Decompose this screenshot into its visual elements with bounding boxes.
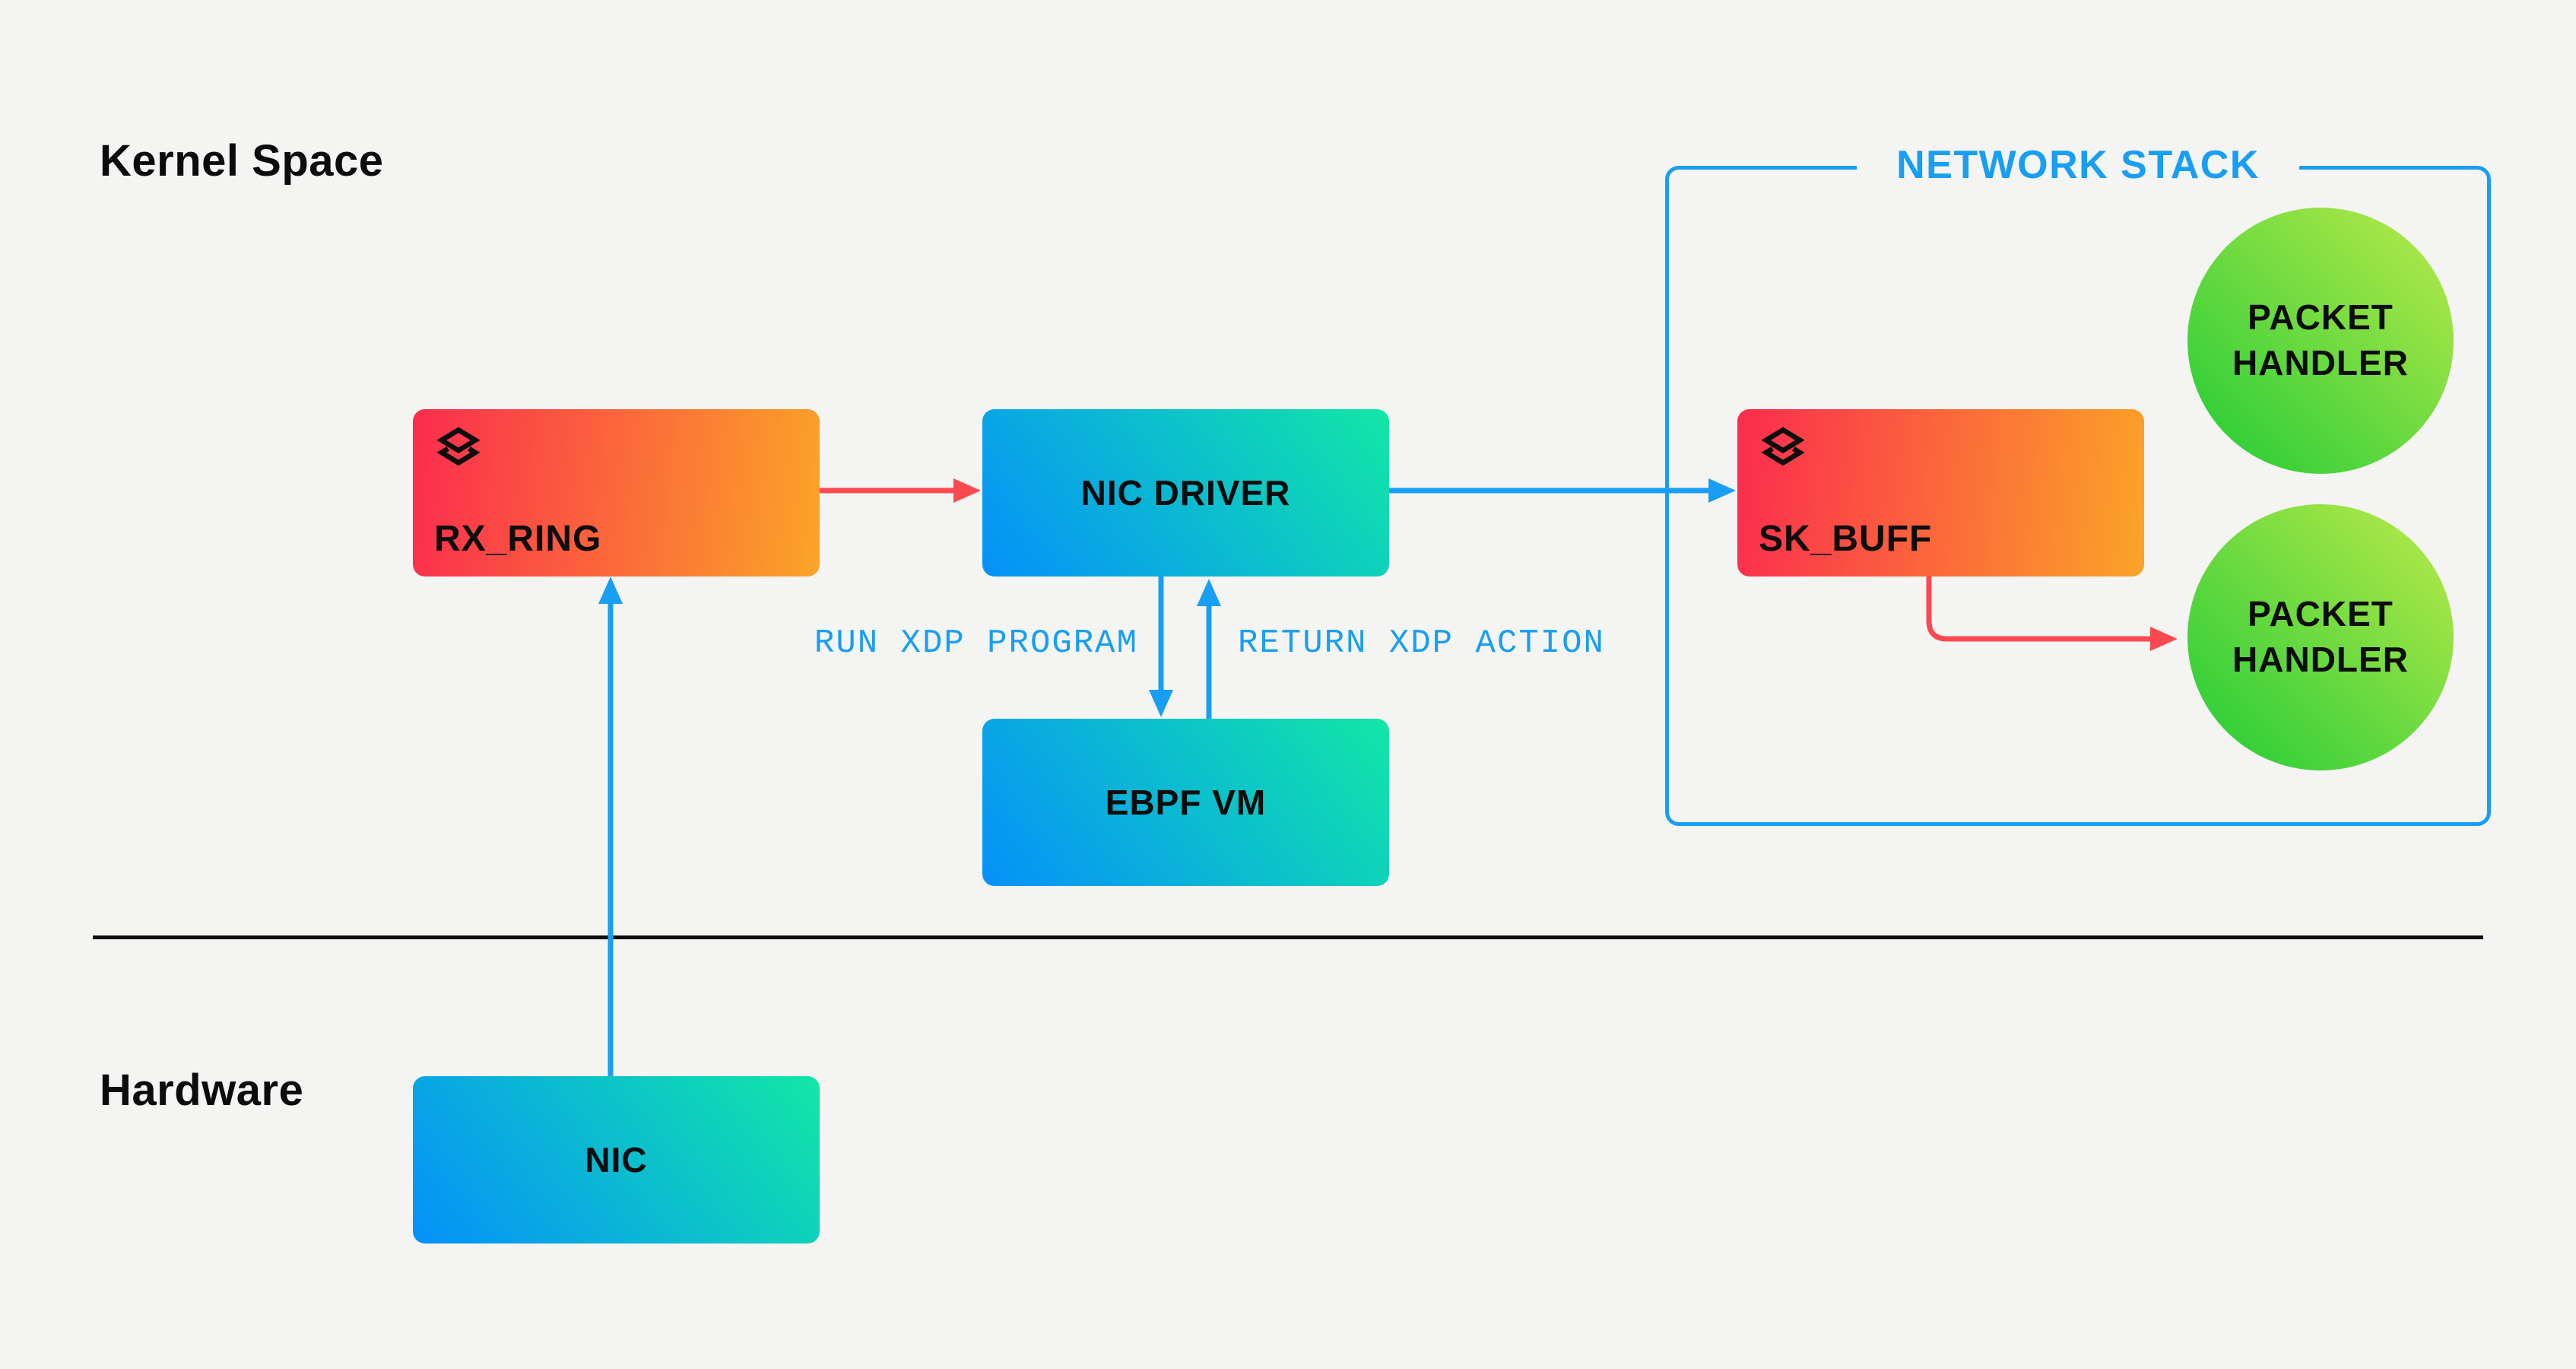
ebpf-vm-node: EBPF VM [982,719,1389,886]
rx-ring-node: RX_RING [413,409,820,577]
arrow-ebpf-vm-to-nic-driver [1197,579,1221,719]
network-stack-group: NETWORK STACK [1665,142,2491,826]
network-stack-title: NETWORK STACK [1857,142,2299,188]
packet-handler-node-1: PACKET HANDLER [2187,208,2454,474]
nic-driver-node: NIC DRIVER [982,409,1389,577]
kernel-hardware-divider [93,935,2483,939]
packet-handler-label: PACKET HANDLER [2232,297,2409,383]
sk-buff-node: SK_BUFF [1737,409,2144,577]
nic-label: NIC [585,1140,648,1180]
stack-layers-icon [436,427,481,466]
packet-handler-label: PACKET HANDLER [2232,594,2409,679]
stack-layers-icon [1761,427,1805,466]
hardware-label: Hardware [100,1066,304,1115]
arrow-nic-driver-to-ebpf-vm [1149,577,1173,717]
run-xdp-program-label: RUN XDP PROGRAM [814,624,1138,662]
kernel-space-label: Kernel Space [100,136,384,186]
sk-buff-label: SK_BUFF [1759,519,1933,559]
nic-node: NIC [413,1076,820,1244]
nic-driver-label: NIC DRIVER [1080,473,1291,513]
ebpf-vm-label: EBPF VM [1105,783,1267,822]
return-xdp-action-label: RETURN XDP ACTION [1238,624,1605,662]
arrow-nic-to-rx-ring [598,577,623,1076]
arrow-rx-ring-to-nic-driver [820,478,981,503]
packet-handler-node-2: PACKET HANDLER [2187,504,2454,770]
rx-ring-label: RX_RING [434,519,602,559]
